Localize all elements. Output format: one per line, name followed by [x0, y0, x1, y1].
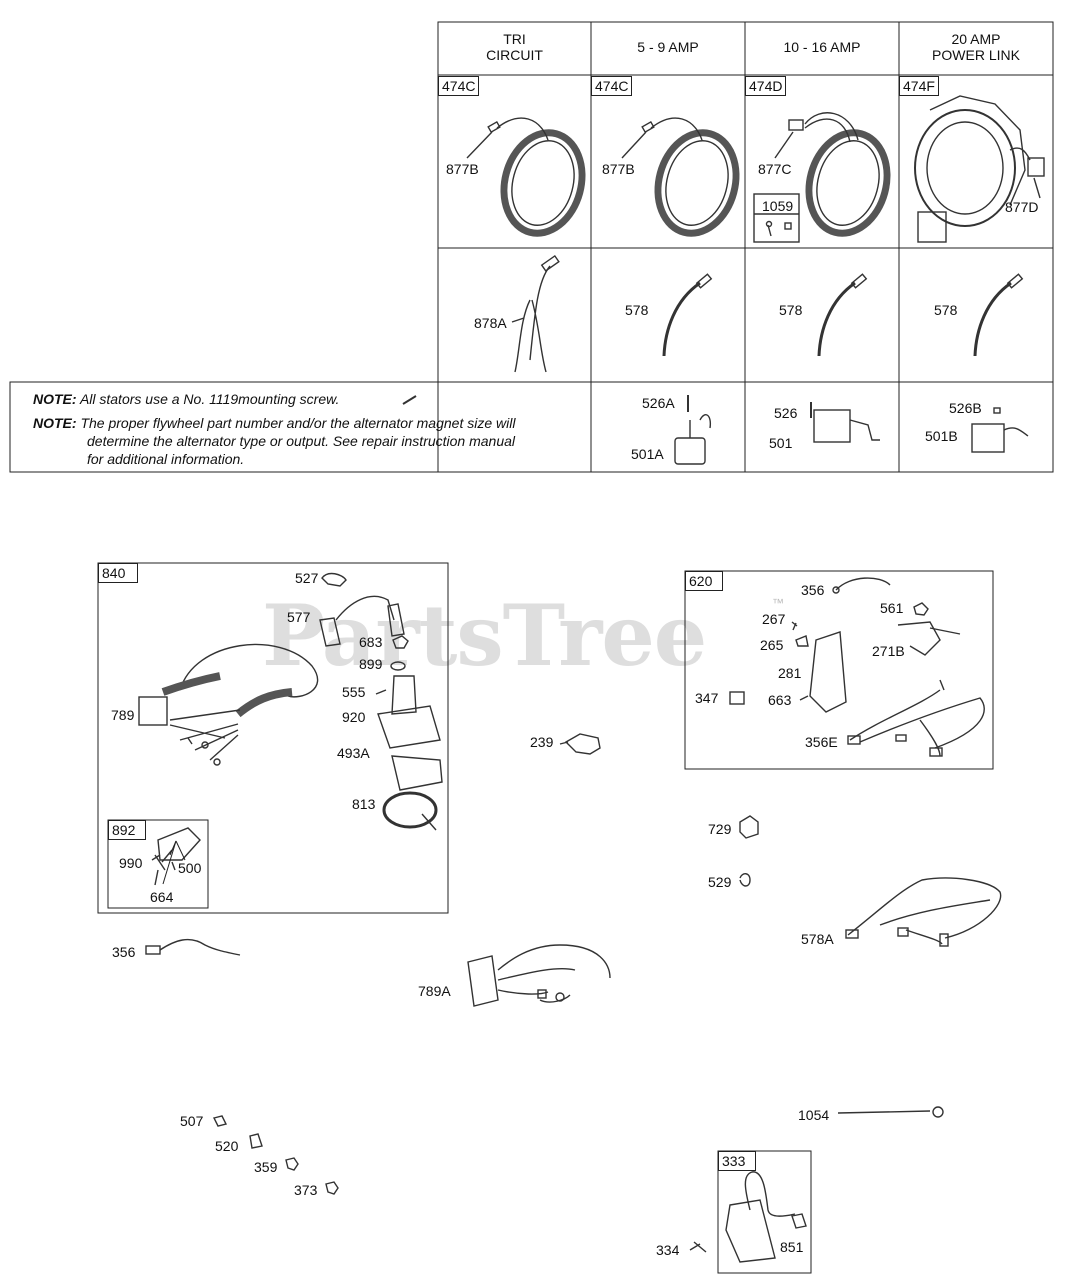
note-2-line-1: The proper flywheel part number and/or t…	[80, 415, 516, 431]
column-header-5-9-amp: 5 - 9 AMP	[637, 39, 699, 55]
label-561: 561	[880, 600, 904, 616]
note-1-prefix: NOTE:	[33, 391, 77, 407]
label-334: 334	[656, 1242, 680, 1258]
label-267: 267	[762, 611, 786, 627]
label-501: 501	[769, 435, 793, 451]
tag-474c-5-9: 474C	[591, 76, 633, 96]
label-501a: 501A	[631, 446, 664, 462]
label-899: 899	[359, 656, 383, 672]
label-520: 520	[215, 1138, 239, 1154]
label-347: 347	[695, 690, 719, 706]
note-2-line-3: for additional information.	[87, 451, 245, 467]
label-663: 663	[768, 692, 792, 708]
watermark-trademark: ™	[772, 596, 784, 610]
label-356e: 356E	[805, 734, 838, 750]
tag-620: 620	[685, 571, 723, 591]
note-2-prefix: NOTE:	[33, 415, 77, 431]
label-577: 577	[287, 609, 311, 625]
label-683: 683	[359, 634, 383, 650]
label-729: 729	[708, 821, 732, 837]
label-664: 664	[150, 889, 174, 905]
note-2-line-2: determine the alternator type or output.…	[87, 433, 516, 449]
column-header-tri-circuit: TRI CIRCUIT	[486, 31, 543, 63]
label-281: 281	[778, 665, 802, 681]
note-2: NOTE: The proper flywheel part number an…	[33, 414, 515, 432]
label-578a: 578A	[801, 931, 834, 947]
label-878a: 878A	[474, 315, 507, 331]
label-373: 373	[294, 1182, 318, 1198]
label-493a: 493A	[337, 745, 370, 761]
column-header-20-amp-power-link: 20 AMP POWER LINK	[932, 31, 1020, 63]
note-1-text: All stators use a No. 1119mounting screw…	[79, 391, 340, 407]
label-851: 851	[780, 1239, 804, 1255]
label-1059: 1059	[762, 198, 794, 214]
tag-474c-tri: 474C	[438, 76, 480, 96]
label-877b-b: 877B	[602, 161, 635, 177]
label-920: 920	[342, 709, 366, 725]
label-578-b: 578	[779, 302, 803, 318]
label-526: 526	[774, 405, 798, 421]
label-877b-a: 877B	[446, 161, 479, 177]
label-265: 265	[760, 637, 784, 653]
label-527: 527	[295, 570, 319, 586]
label-789a: 789A	[418, 983, 451, 999]
label-507: 507	[180, 1113, 204, 1129]
label-529: 529	[708, 874, 732, 890]
label-356-loose: 356	[112, 944, 136, 960]
tag-474d: 474D	[745, 76, 787, 96]
note-1: NOTE: All stators use a No. 1119mounting…	[33, 390, 339, 408]
label-239: 239	[530, 734, 554, 750]
label-990: 990	[119, 855, 143, 871]
label-555: 555	[342, 684, 366, 700]
label-1054: 1054	[798, 1107, 830, 1123]
label-789: 789	[111, 707, 135, 723]
label-526b: 526B	[949, 400, 982, 416]
label-271b: 271B	[872, 643, 905, 659]
column-header-10-16-amp: 10 - 16 AMP	[783, 39, 861, 55]
tag-333: 333	[718, 1151, 756, 1171]
label-578-c: 578	[934, 302, 958, 318]
tag-474f: 474F	[899, 76, 939, 96]
label-500: 500	[178, 860, 202, 876]
label-356-kit: 356	[801, 582, 825, 598]
label-877d: 877D	[1005, 199, 1039, 215]
label-578-a: 578	[625, 302, 649, 318]
tag-840: 840	[98, 563, 138, 583]
label-877c: 877C	[758, 161, 792, 177]
label-359: 359	[254, 1159, 278, 1175]
label-501b: 501B	[925, 428, 958, 444]
label-526a: 526A	[642, 395, 675, 411]
label-813: 813	[352, 796, 376, 812]
watermark: PartsTree	[262, 586, 707, 685]
tag-892: 892	[108, 820, 146, 840]
